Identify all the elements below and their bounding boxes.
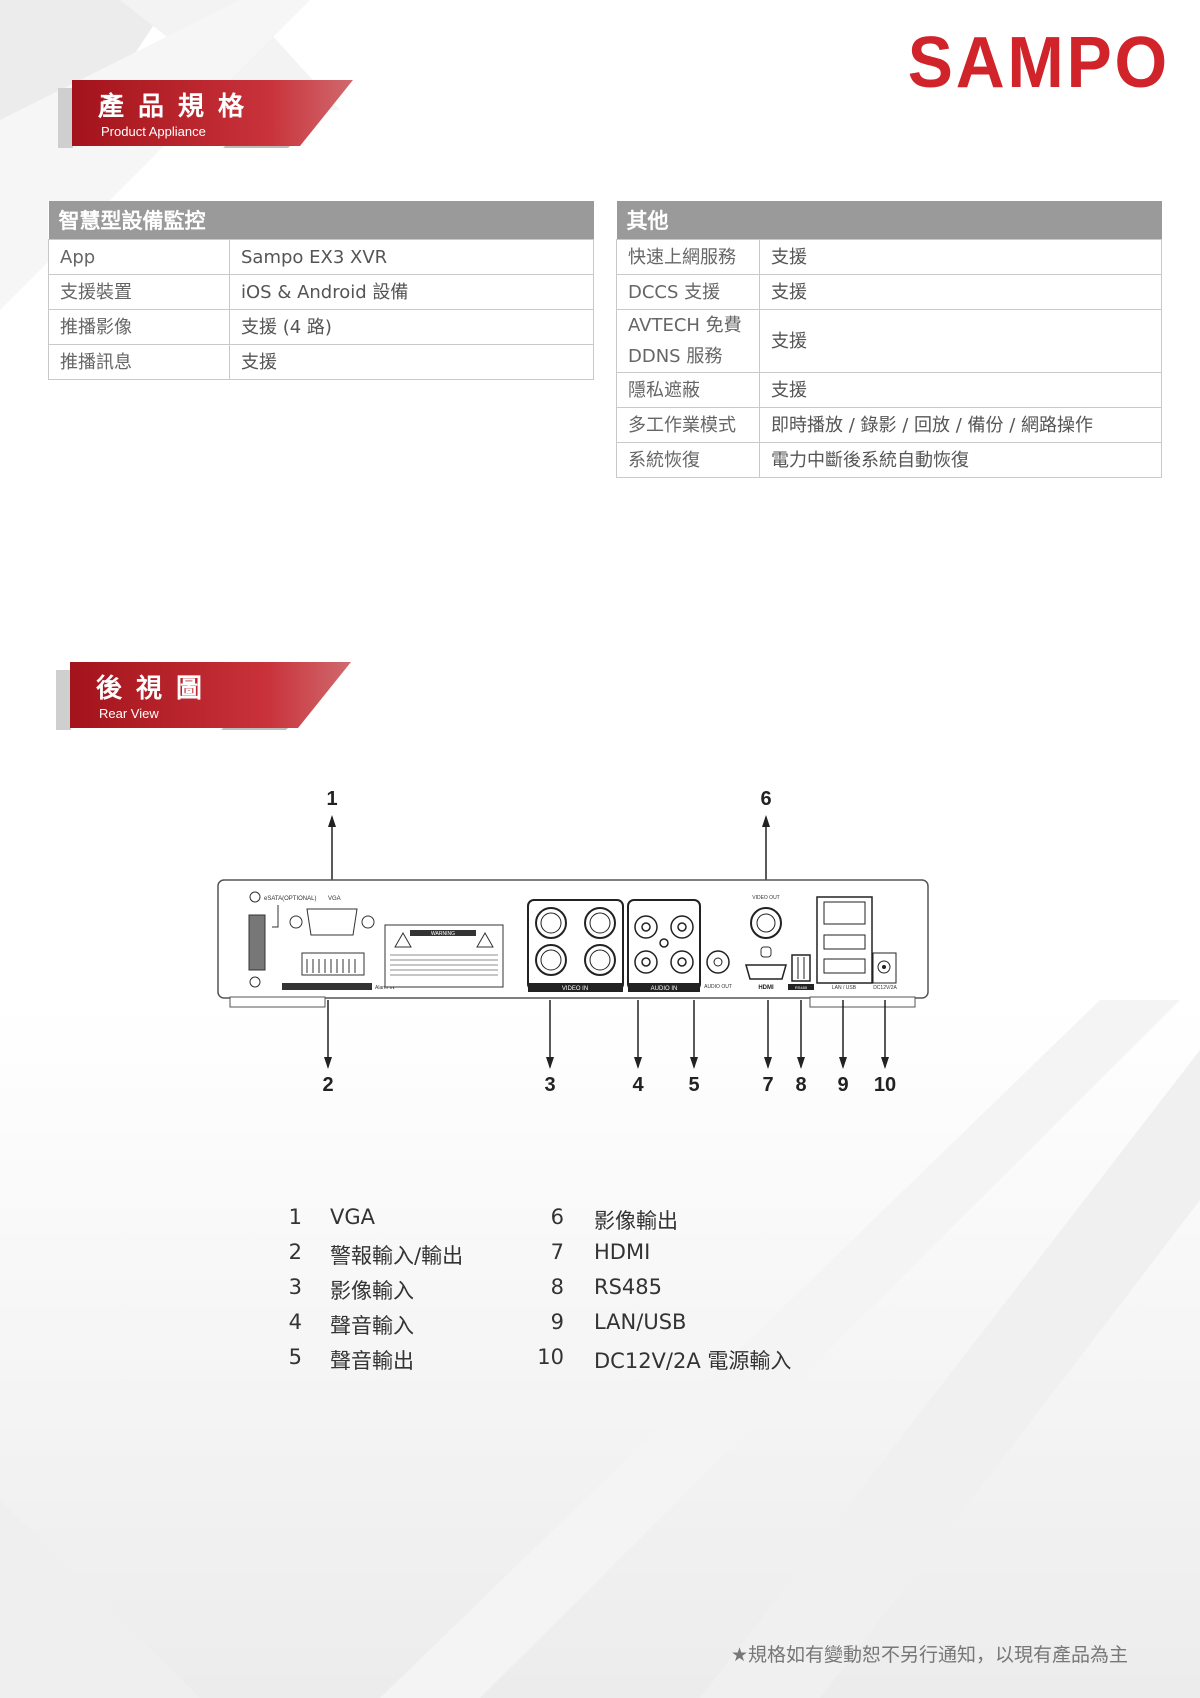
legend-number: 7	[550, 1240, 564, 1264]
callout-number: 4	[632, 1074, 644, 1096]
row-label: 系統恢復	[616, 442, 760, 478]
footer-note: ★規格如有變動恕不另行通知，以現有產品為主	[730, 1644, 1128, 1666]
smart-monitoring-table: 智慧型設備監控 App Sampo EX3 XVR 支援裝置 iOS & And…	[48, 201, 594, 380]
callout-number: 9	[837, 1074, 848, 1096]
table-title: 其他	[616, 201, 1162, 240]
row-label: 隱私遮蔽	[616, 372, 760, 408]
legend-number: 8	[550, 1275, 564, 1299]
rs485-label: RS485	[795, 985, 808, 990]
legend-number: 9	[550, 1310, 564, 1334]
table-title: 智慧型設備監控	[48, 201, 594, 240]
table-row: AVTECH 免費 DDNS 服務 支援	[616, 309, 1162, 373]
legend-number: 2	[288, 1240, 302, 1264]
callout-number: 1	[326, 788, 337, 810]
legend-text: 警報輸入/輸出	[330, 1244, 464, 1268]
esata-label: eSATA(OPTIONAL)	[264, 896, 316, 902]
legend-item: 2 警報輸入/輸出 7 HDMI	[270, 1240, 830, 1275]
legend-number: 4	[288, 1310, 302, 1334]
hdmi-label: HDMI	[758, 985, 774, 991]
legend-number: 1	[288, 1205, 302, 1229]
video-in-label: VIDEO IN	[562, 986, 588, 992]
legend-item: 5 聲音輸出 10 DC12V/2A 電源輸入	[270, 1345, 830, 1380]
table-row: 推播影像 支援 (4 路)	[48, 309, 594, 345]
row-value: 支援 (4 路)	[229, 309, 594, 345]
table-row: 系統恢復 電力中斷後系統自動恢復	[616, 442, 1162, 478]
section-title: 產品規格	[98, 92, 259, 122]
table-row: App Sampo EX3 XVR	[48, 239, 594, 275]
brand-logo: SAMPO	[907, 23, 1170, 103]
rear-panel-diagram: 1 6 eSATA(OPTIONAL) VGA Alarm IN WARNING	[217, 788, 929, 1096]
row-value: 支援	[759, 274, 1162, 310]
callout-number: 10	[874, 1074, 896, 1096]
video-out-label: VIDEO OUT	[752, 895, 780, 901]
legend-text: 聲音輸入	[330, 1314, 414, 1338]
legend-number: 5	[288, 1345, 302, 1369]
legend-text: 聲音輸出	[330, 1349, 414, 1373]
legend-item: 3 影像輸入 8 RS485	[270, 1275, 830, 1310]
row-value: 即時播放 / 錄影 / 回放 / 備份 / 網路操作	[759, 407, 1162, 443]
callout-number: 7	[762, 1074, 773, 1096]
row-label: DCCS 支援	[616, 274, 760, 310]
callout-number: 3	[544, 1074, 555, 1096]
legend-number: 10	[537, 1345, 564, 1369]
section-subtitle: Product Appliance	[101, 124, 206, 139]
table-row: DCCS 支援 支援	[616, 274, 1162, 310]
row-value: 支援	[759, 309, 1162, 373]
section-title: 後視圖	[96, 674, 217, 704]
callout-number: 6	[760, 788, 771, 810]
callout-lines	[327, 1000, 886, 1067]
legend-text: 影像輸入	[330, 1279, 414, 1303]
legend-item: 1 VGA 6 影像輸出	[270, 1205, 830, 1240]
callout-number: 8	[795, 1074, 806, 1096]
row-value: Sampo EX3 XVR	[229, 239, 594, 275]
audio-out-label: AUDIO OUT	[704, 984, 732, 990]
row-label: 快速上網服務	[616, 239, 760, 275]
warning-label: WARNING	[431, 931, 455, 937]
section-header-rear: 後視圖 Rear View	[56, 660, 356, 735]
legend-text: LAN/USB	[594, 1310, 687, 1334]
row-label: 推播訊息	[48, 344, 230, 380]
row-label: 支援裝置	[48, 274, 230, 310]
callout-arrows	[324, 1057, 889, 1069]
legend-text: VGA	[330, 1205, 376, 1229]
legend-text: HDMI	[594, 1240, 651, 1264]
row-value: 支援	[229, 344, 594, 380]
port-legend: 1 VGA 6 影像輸出 2 警報輸入/輸出 7 HDMI 3 影像輸入 8 R…	[270, 1205, 830, 1380]
table-row: 支援裝置 iOS & Android 設備	[48, 274, 594, 310]
callout-number: 2	[322, 1074, 333, 1096]
row-value: 電力中斷後系統自動恢復	[759, 442, 1162, 478]
other-features-table: 其他 快速上網服務 支援 DCCS 支援 支援 AVTECH 免費 DDNS 服…	[616, 201, 1162, 478]
row-label: 推播影像	[48, 309, 230, 345]
section-header-spec: 產品規格 Product Appliance	[58, 78, 358, 153]
audio-in-label: AUDIO IN	[651, 986, 678, 992]
table-row: 快速上網服務 支援	[616, 239, 1162, 275]
row-label: AVTECH 免費 DDNS 服務	[616, 309, 760, 373]
row-value: 支援	[759, 239, 1162, 275]
lan-usb-label: LAN / USB	[832, 985, 857, 991]
row-value: 支援	[759, 372, 1162, 408]
legend-text: 影像輸出	[594, 1209, 678, 1233]
dc-label: DC12V/2A	[873, 985, 897, 991]
legend-text: RS485	[594, 1275, 663, 1299]
table-row: 多工作業模式 即時播放 / 錄影 / 回放 / 備份 / 網路操作	[616, 407, 1162, 443]
row-value: iOS & Android 設備	[229, 274, 594, 310]
row-label: 多工作業模式	[616, 407, 760, 443]
row-label: App	[48, 239, 230, 275]
legend-number: 3	[288, 1275, 302, 1299]
legend-number: 6	[550, 1205, 564, 1229]
vga-label: VGA	[328, 896, 341, 902]
table-row: 推播訊息 支援	[48, 344, 594, 380]
section-subtitle: Rear View	[99, 706, 159, 721]
callout-number: 5	[688, 1074, 699, 1096]
legend-item: 4 聲音輸入 9 LAN/USB	[270, 1310, 830, 1345]
legend-text: DC12V/2A 電源輸入	[594, 1349, 792, 1373]
alarm-label: Alarm IN	[375, 985, 395, 991]
table-row: 隱私遮蔽 支援	[616, 372, 1162, 408]
